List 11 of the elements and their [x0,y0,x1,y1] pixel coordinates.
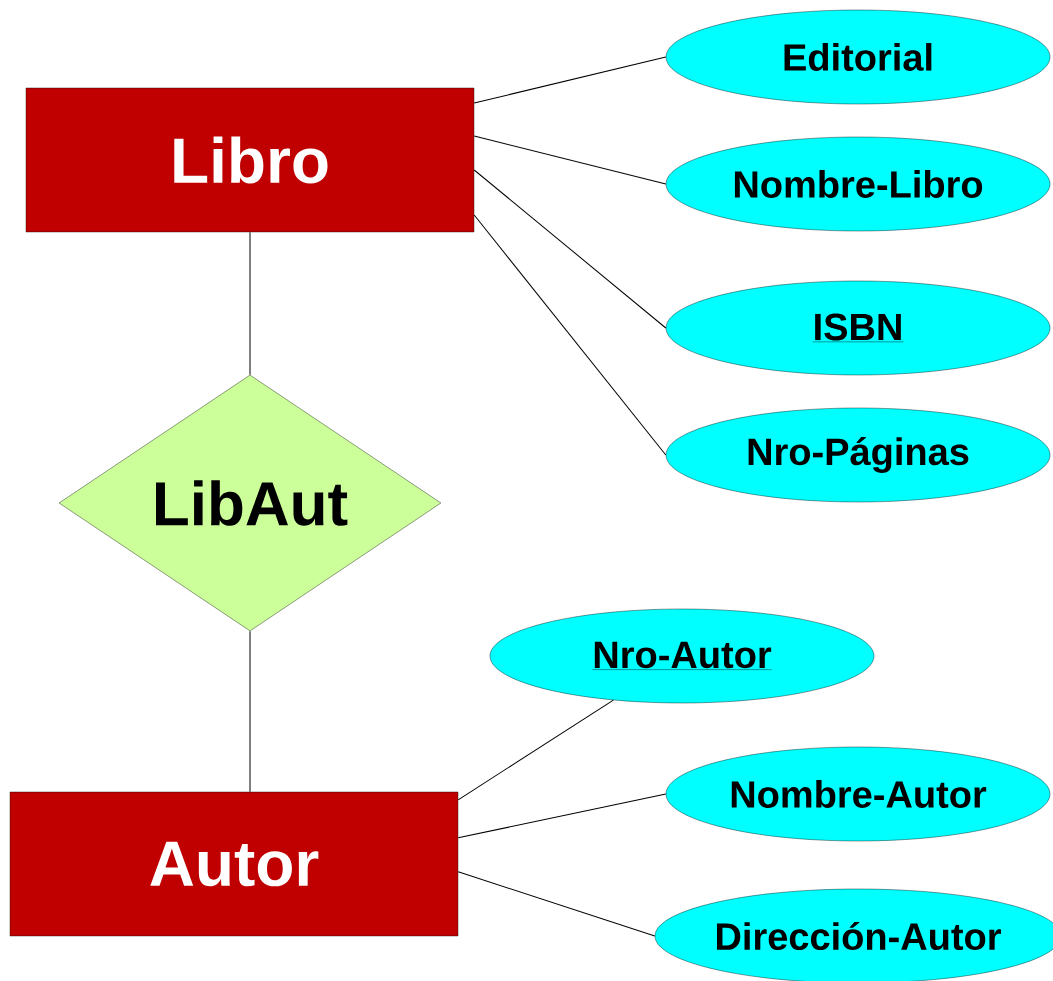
connector-line [473,214,667,456]
entity-box: Libro [25,87,475,233]
entity-box: Autor [9,791,459,937]
connector-line [249,630,251,793]
connector-line [457,699,614,801]
connector-line [249,231,251,376]
connector-line [457,871,656,937]
connector-line [473,56,667,104]
connector-line [457,793,667,839]
connector-line [473,135,667,185]
connector-line [473,169,667,329]
